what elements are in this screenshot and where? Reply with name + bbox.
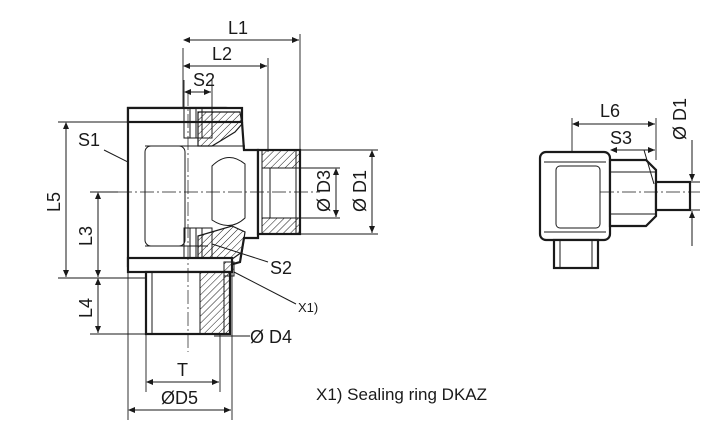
dim-L6: L6 (571, 101, 657, 160)
dim-D3: Ø D3 (300, 167, 340, 219)
dim-L4: L4 (76, 278, 146, 335)
label-D4: Ø D4 (250, 327, 292, 347)
label-D1-main: Ø D1 (350, 170, 370, 212)
dim-L2: L2 (183, 44, 269, 152)
dim-S2-top: S2 (183, 70, 215, 108)
dim-L5: L5 (44, 121, 146, 279)
dim-L1: L1 (182, 18, 301, 150)
dim-D5: ØD5 (127, 272, 233, 420)
label-T: T (177, 360, 188, 380)
label-D5: ØD5 (161, 388, 198, 408)
label-D3: Ø D3 (314, 170, 334, 212)
callout-X1: X1) (233, 271, 318, 315)
side-view: L6 S3 Ø D1 (538, 98, 700, 270)
label-S1: S1 (78, 130, 100, 150)
dim-L3: L3 (76, 191, 118, 277)
label-X1: X1) (298, 300, 318, 315)
label-L5: L5 (44, 192, 64, 212)
banjo-body (126, 106, 302, 336)
main-view: L1 L2 S2 S1 L5 (44, 18, 487, 420)
label-L4: L4 (76, 298, 96, 318)
dim-S1: S1 (78, 130, 129, 163)
label-L2: L2 (212, 44, 232, 64)
sealing-ring-note: X1) Sealing ring DKAZ (316, 385, 487, 404)
dim-T: T (145, 334, 221, 392)
label-S2-bottom: S2 (270, 258, 292, 278)
label-D1-side: Ø D1 (670, 98, 690, 140)
label-S2-top: S2 (193, 70, 215, 90)
label-L1: L1 (228, 18, 248, 38)
dim-S2-bottom: S2 (211, 243, 292, 278)
dim-D1-main: Ø D1 (300, 149, 378, 235)
label-S3: S3 (610, 128, 632, 148)
label-L3: L3 (76, 226, 96, 246)
dim-D1-side: Ø D1 (656, 98, 700, 246)
label-L6: L6 (600, 101, 620, 121)
dim-S3: S3 (610, 128, 655, 185)
